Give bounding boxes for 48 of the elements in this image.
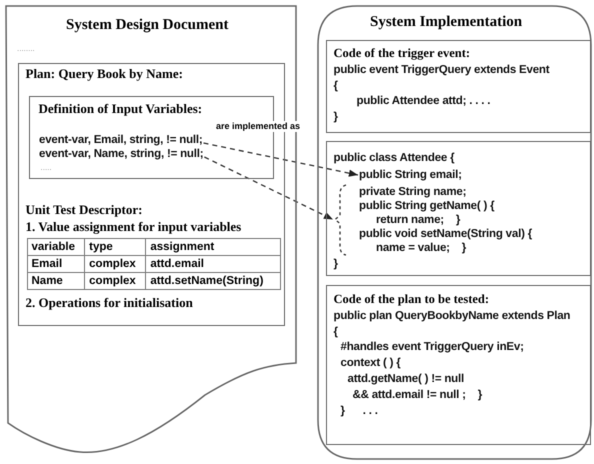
heading: Code of the plan to be tested: [334, 292, 490, 306]
code-line: return name; } [376, 213, 460, 227]
table-cell: variable [27, 238, 85, 255]
code-line: public Attendee attd; . . . . [356, 94, 490, 108]
code-box [326, 40, 591, 133]
table-cell: complex [84, 272, 146, 289]
code-line: attd.getName( ) != null [348, 372, 464, 386]
code-line: && attd.email != null ; } [352, 388, 482, 402]
code-line: { [334, 324, 338, 338]
code-line: public void setName(String val) { [359, 227, 532, 241]
edge-label: are implemented as [216, 121, 300, 132]
code-line: name = value; } [376, 241, 466, 255]
ellipsis: ..... [40, 162, 52, 174]
heading: Plan: Query Book by Name: [26, 66, 183, 80]
table-cell: attd.setName(String) [146, 272, 280, 289]
heading: System Design Document [66, 18, 228, 32]
table-cell: Email [27, 255, 85, 272]
code-line: public String email; [359, 168, 462, 182]
code-line: private String name; [359, 185, 466, 199]
code-line: public plan QueryBookbyName extends Plan [334, 308, 570, 322]
table-cell: assignment [146, 238, 280, 255]
code-line: event-var, Email, string, != null; [39, 133, 203, 147]
heading: System Implementation [370, 15, 522, 29]
code-line: context ( ) { [340, 356, 401, 370]
table-cell: complex [84, 255, 146, 272]
dashed-arrow [204, 156, 334, 220]
dashed-arrow [203, 142, 358, 177]
code-line: } [334, 256, 338, 270]
implementation-panel [317, 5, 592, 460]
heading: 2. Operations for initialisation [26, 296, 193, 310]
code-box [326, 285, 591, 445]
table-cell: attd.email [146, 255, 280, 272]
code-line: { [334, 78, 338, 92]
heading: Unit Test Descriptor: [26, 202, 142, 216]
code-line: public class Attendee { [334, 150, 454, 164]
code-line: public event TriggerQuery extends Event [334, 62, 550, 76]
heading: Definition of Input Variables: [38, 102, 202, 116]
table-cell: type [84, 238, 146, 255]
code-line: event-var, Name, string, != null; [39, 147, 204, 161]
code-line: } [334, 110, 338, 124]
code-line: #handles event TriggerQuery inEv; [340, 340, 524, 354]
code-line: } . . . [340, 404, 378, 418]
code-box [326, 141, 591, 276]
code-line: public String getName( ) { [359, 199, 494, 213]
heading: Code of the trigger event: [334, 46, 470, 60]
heading: 1. Value assignment for input variables [26, 220, 242, 234]
ellipsis: ........ [17, 43, 35, 55]
table-cell: Name [27, 272, 85, 289]
